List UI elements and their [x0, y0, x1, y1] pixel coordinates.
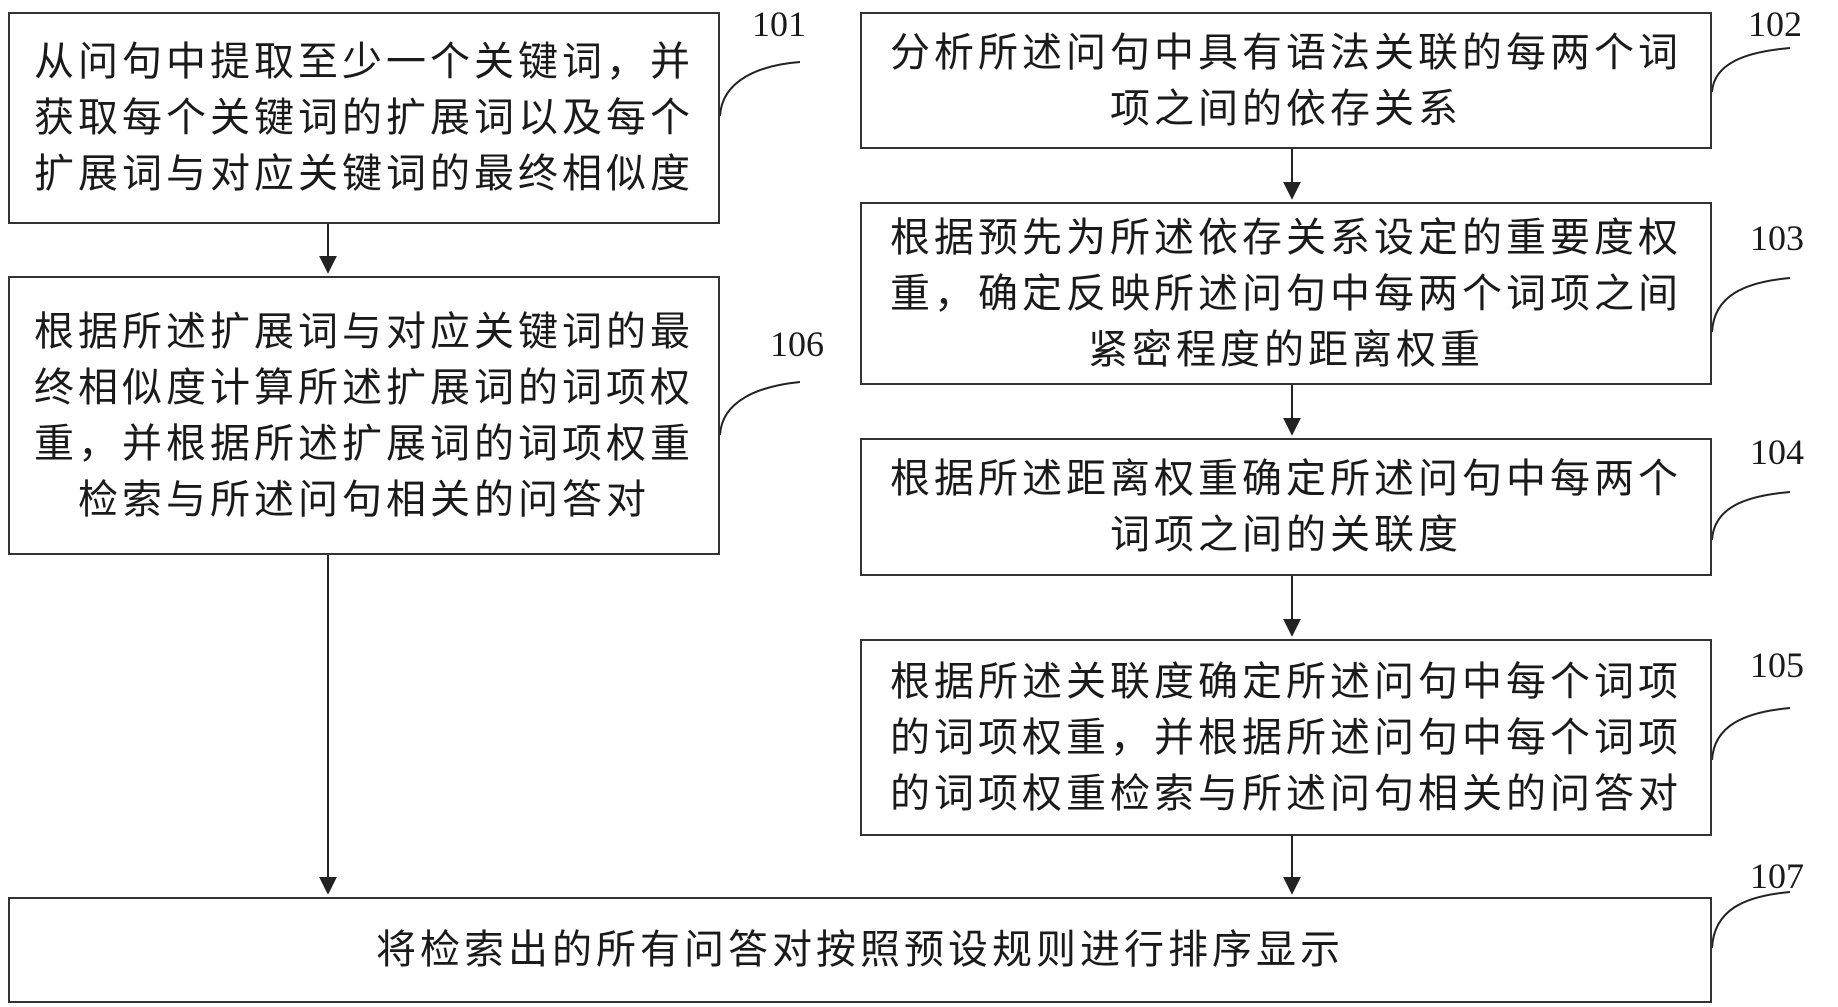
step-text-102: 分析所述问句中具有语法关联的每两个词项之间的依存关系 [872, 25, 1700, 137]
step-box-102: 分析所述问句中具有语法关联的每两个词项之间的依存关系 [860, 12, 1712, 149]
step-text-106: 根据所述扩展词与对应关键词的最终相似度计算所述扩展词的词项权重，并根据所述扩展词… [20, 304, 708, 528]
step-number-103: 103 [1750, 218, 1804, 258]
step-text-104: 根据所述距离权重确定所述问句中每两个词项之间的关联度 [872, 451, 1700, 563]
leader-105 [1712, 708, 1790, 760]
step-number-106: 106 [770, 324, 824, 364]
step-number-104: 104 [1750, 432, 1804, 472]
leader-101 [720, 62, 800, 116]
leader-107 [1712, 892, 1790, 948]
step-box-105: 根据所述关联度确定所述问句中每个词项的词项权重，并根据所述问句中每个词项的词项权… [860, 639, 1712, 836]
step-number-107: 107 [1750, 856, 1804, 896]
step-text-105: 根据所述关联度确定所述问句中每个词项的词项权重，并根据所述问句中每个词项的词项权… [872, 654, 1700, 822]
step-number-102: 102 [1748, 4, 1802, 44]
step-box-106: 根据所述扩展词与对应关键词的最终相似度计算所述扩展词的词项权重，并根据所述扩展词… [8, 276, 720, 555]
step-number-105: 105 [1750, 645, 1804, 685]
step-number-101: 101 [752, 4, 806, 44]
leader-106 [720, 382, 800, 435]
step-text-107: 将检索出的所有问答对按照预设规则进行排序显示 [376, 922, 1344, 978]
step-box-103: 根据预先为所述依存关系设定的重要度权重，确定反映所述问句中每两个词项之间紧密程度… [860, 202, 1712, 385]
step-box-101: 从问句中提取至少一个关键词，并获取每个关键词的扩展词以及每个扩展词与对应关键词的… [8, 12, 720, 224]
step-box-104: 根据所述距离权重确定所述问句中每两个词项之间的关联度 [860, 438, 1712, 576]
step-box-107: 将检索出的所有问答对按照预设规则进行排序显示 [8, 897, 1712, 1003]
step-text-101: 从问句中提取至少一个关键词，并获取每个关键词的扩展词以及每个扩展词与对应关键词的… [20, 34, 708, 202]
leader-102 [1712, 48, 1790, 92]
step-text-103: 根据预先为所述依存关系设定的重要度权重，确定反映所述问句中每两个词项之间紧密程度… [872, 210, 1700, 378]
leader-104 [1712, 492, 1790, 540]
leader-103 [1712, 278, 1790, 332]
